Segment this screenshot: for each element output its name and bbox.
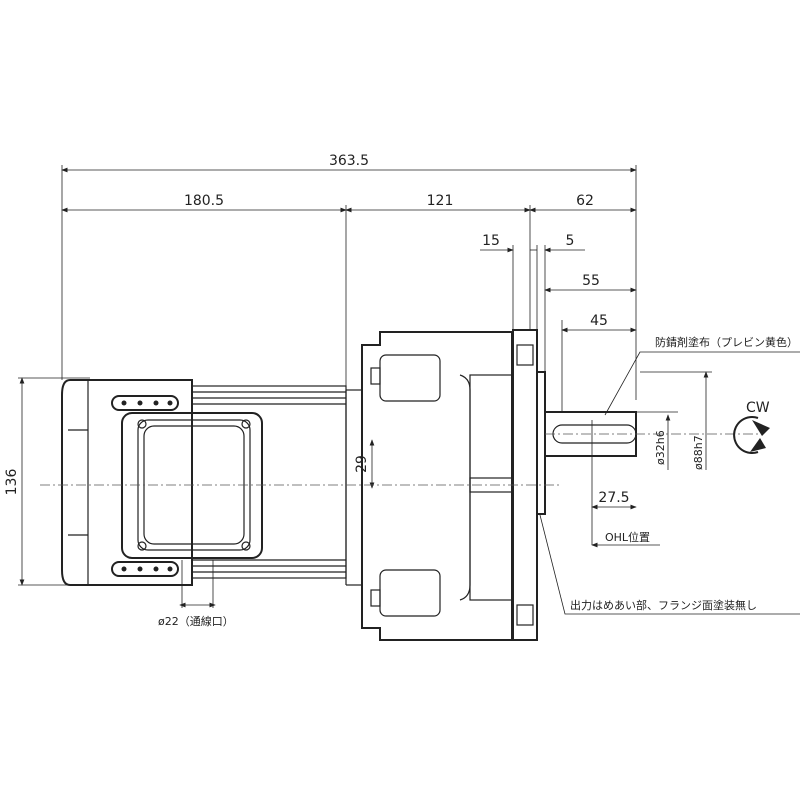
rust-leader <box>604 351 800 416</box>
dim-gap: 5 <box>566 233 575 249</box>
dim-55: 55 <box>582 273 600 289</box>
no-paint-leader <box>539 514 800 615</box>
dim-shaft: 62 <box>576 193 594 209</box>
ohl-position-label: OHL位置 <box>605 530 650 544</box>
dim-height: 136 <box>4 469 20 496</box>
extension-lines <box>18 165 637 586</box>
no-paint-note: 出力はめあい部、フランジ面塗装無し <box>570 598 757 612</box>
dim-45: 45 <box>590 313 608 329</box>
dim-gear: 121 <box>427 193 454 209</box>
cw-rotation-icon: CW <box>733 400 770 454</box>
dim-flange: 15 <box>482 233 500 249</box>
wire-inlet-note: ø22（通線口） <box>158 614 234 628</box>
dim-ohl: 27.5 <box>598 490 629 506</box>
dimension-lines <box>19 167 712 608</box>
shaft-diameter: ø32h6 <box>654 430 667 465</box>
dim-motor: 180.5 <box>184 193 224 209</box>
dim-overall: 363.5 <box>329 153 369 169</box>
cw-label: CW <box>746 400 770 416</box>
rust-note: 防錆剤塗布（プレビン黄色） <box>655 335 798 349</box>
motor <box>61 379 347 586</box>
pilot-diameter: ø88h7 <box>692 435 705 470</box>
